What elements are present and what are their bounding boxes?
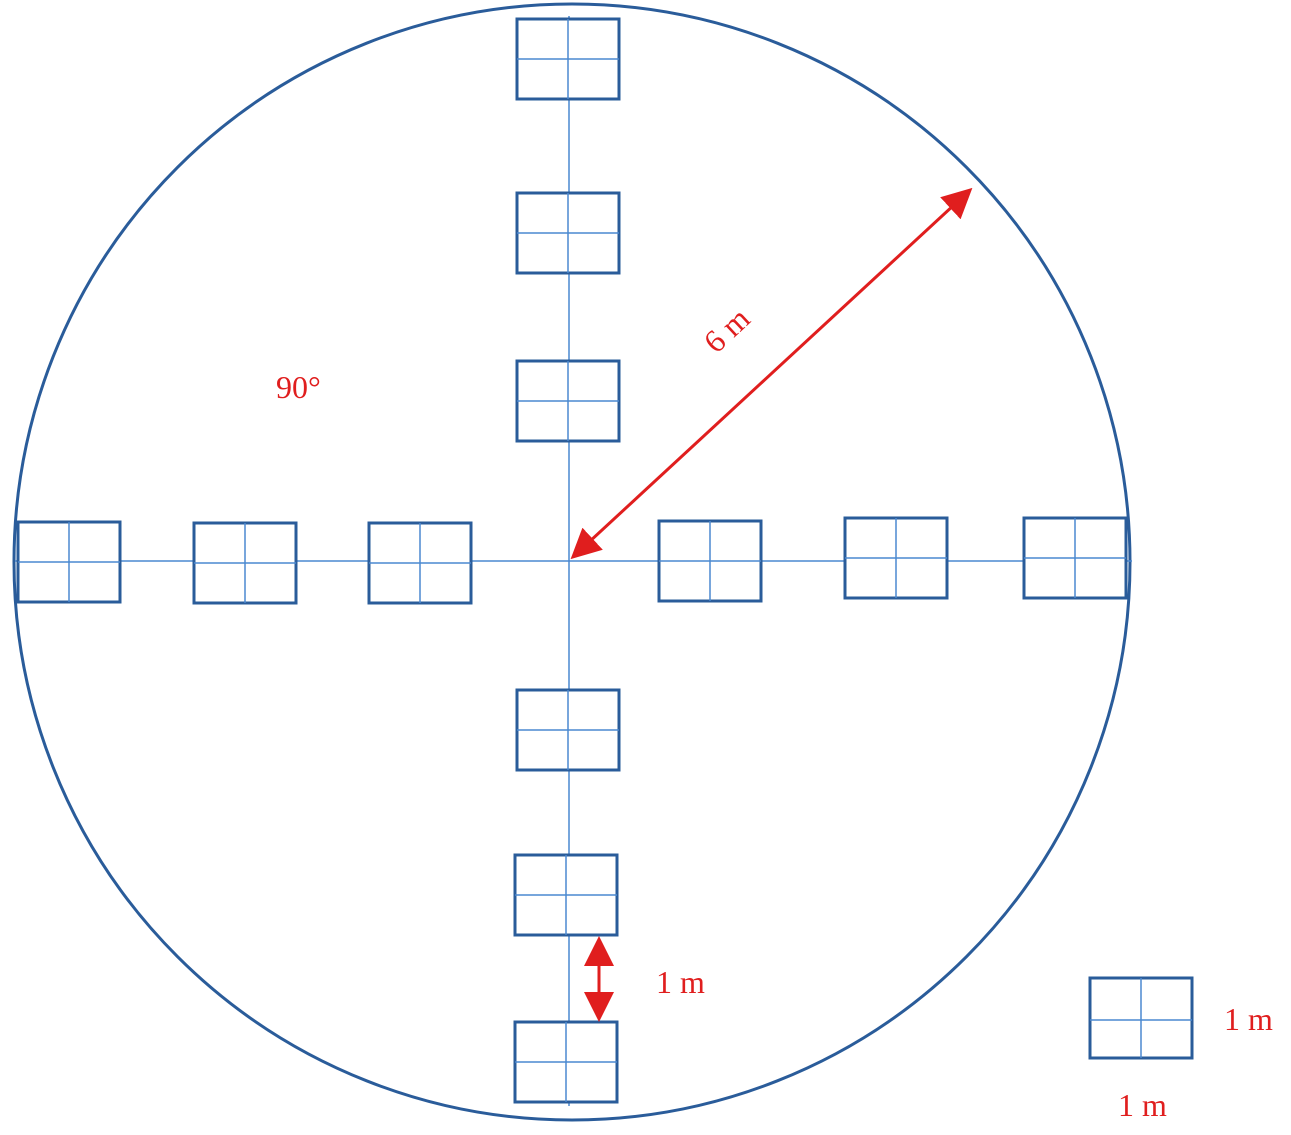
legend-quadrat (1088, 976, 1194, 1060)
quadrat-right-1 (657, 519, 763, 603)
quadrat-right-3 (1022, 516, 1128, 600)
quadrat-top-1 (515, 17, 621, 101)
radius-label: 6 m (696, 300, 756, 360)
quadrat-left-1 (367, 521, 473, 605)
spacing-label: 1 m (656, 964, 705, 1000)
legend-width-label: 1 m (1118, 1087, 1167, 1123)
quadrat-right-2 (843, 516, 949, 600)
plot-circle (12, 2, 1132, 1122)
quadrat-left-2 (192, 521, 298, 605)
quadrat-bottom-2 (513, 853, 619, 937)
radius-arrow (570, 187, 973, 560)
quadrat-top-3 (515, 359, 621, 443)
legend-height-label: 1 m (1224, 1001, 1273, 1037)
quadrat-bottom-1 (515, 688, 621, 772)
quadrat-bottom-3 (513, 1020, 619, 1104)
quadrat-top-2 (515, 191, 621, 275)
angle-label: 90° (276, 369, 321, 405)
quadrat-left-3 (16, 520, 122, 604)
